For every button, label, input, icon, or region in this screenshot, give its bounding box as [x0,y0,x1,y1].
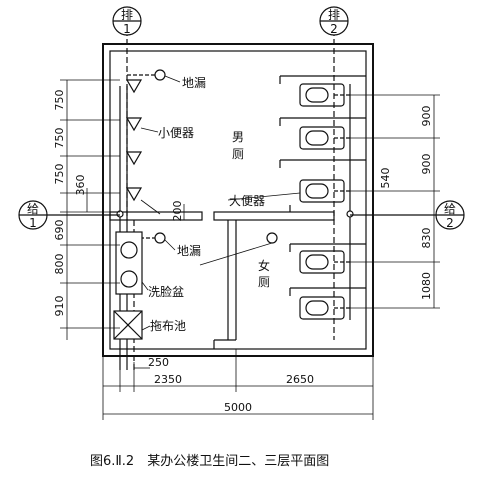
label-women-2: 厕 [258,275,270,289]
label-urinal: 小便器 [158,126,194,140]
axis-markers [18,6,465,230]
dim-250: 250 [148,356,169,369]
leaders [140,75,301,331]
dim-right-4: 830 [420,228,433,249]
axis-pai1-top: 排 [121,8,133,22]
dim-right-3: 540 [379,168,392,189]
label-floor-drain-mid: 地漏 [177,244,201,258]
dim-200-group: 200 [171,201,185,222]
dim-left-6: 800 [53,254,66,275]
dim-5000: 5000 [224,401,252,414]
dim-left-4: 360 [74,175,87,196]
dim-200: 200 [171,201,184,222]
men-stall-partitions [279,75,366,296]
label-floor-drain-top: 地漏 [182,76,206,90]
bottom-dimension-text: 250 2350 2650 5000 [148,356,314,414]
dim-left-2: 750 [53,128,66,149]
dim-right-2: 900 [420,154,433,175]
dim-left-1: 750 [53,90,66,111]
washbasins [115,231,143,295]
bottom-dimensions [102,349,374,420]
fixture-labels: 地漏 小便器 男 厕 大便器 地漏 女 厕 洗脸盆 拖布池 [148,76,270,333]
label-men-2: 厕 [232,147,244,161]
dim-2350: 2350 [154,373,182,386]
axis-gei2-top: 给 [444,202,456,216]
label-women: 女 [258,258,270,273]
axis-pai2-bottom: 2 [330,22,338,36]
axis-gei1-top: 给 [27,202,39,216]
dim-right-1: 900 [420,106,433,127]
figure-caption: 图6.Ⅱ.2 某办公楼卫生间二、三层平面图 [90,454,329,469]
left-dimension-text: 750 750 750 360 690 800 910 [53,90,87,317]
axis-pai1-bottom: 1 [123,22,131,36]
toilets [299,83,345,320]
right-dimensions [350,94,440,309]
dim-2650: 2650 [286,373,314,386]
label-toilet: 大便器 [229,194,265,208]
axis-gei2-bottom: 2 [446,216,454,230]
urinals [116,79,354,218]
axis-gei1-bottom: 1 [29,216,37,230]
dim-left-3: 750 [53,164,66,185]
label-men: 男 [232,130,244,144]
label-mop-sink: 拖布池 [150,319,186,333]
dim-left-7: 910 [53,296,66,317]
axis-marker-text: 排 1 排 2 给 1 给 2 [27,8,456,230]
dim-right-5: 1080 [420,272,433,300]
axis-pai2-top: 排 [328,8,340,22]
floor-drains [154,69,278,244]
mop-sink [113,310,143,340]
label-washbasin: 洗脸盆 [148,285,184,299]
left-dimensions [60,79,120,340]
dim-left-5: 690 [53,220,66,241]
right-dimension-text: 900 900 540 830 1080 [379,106,433,301]
